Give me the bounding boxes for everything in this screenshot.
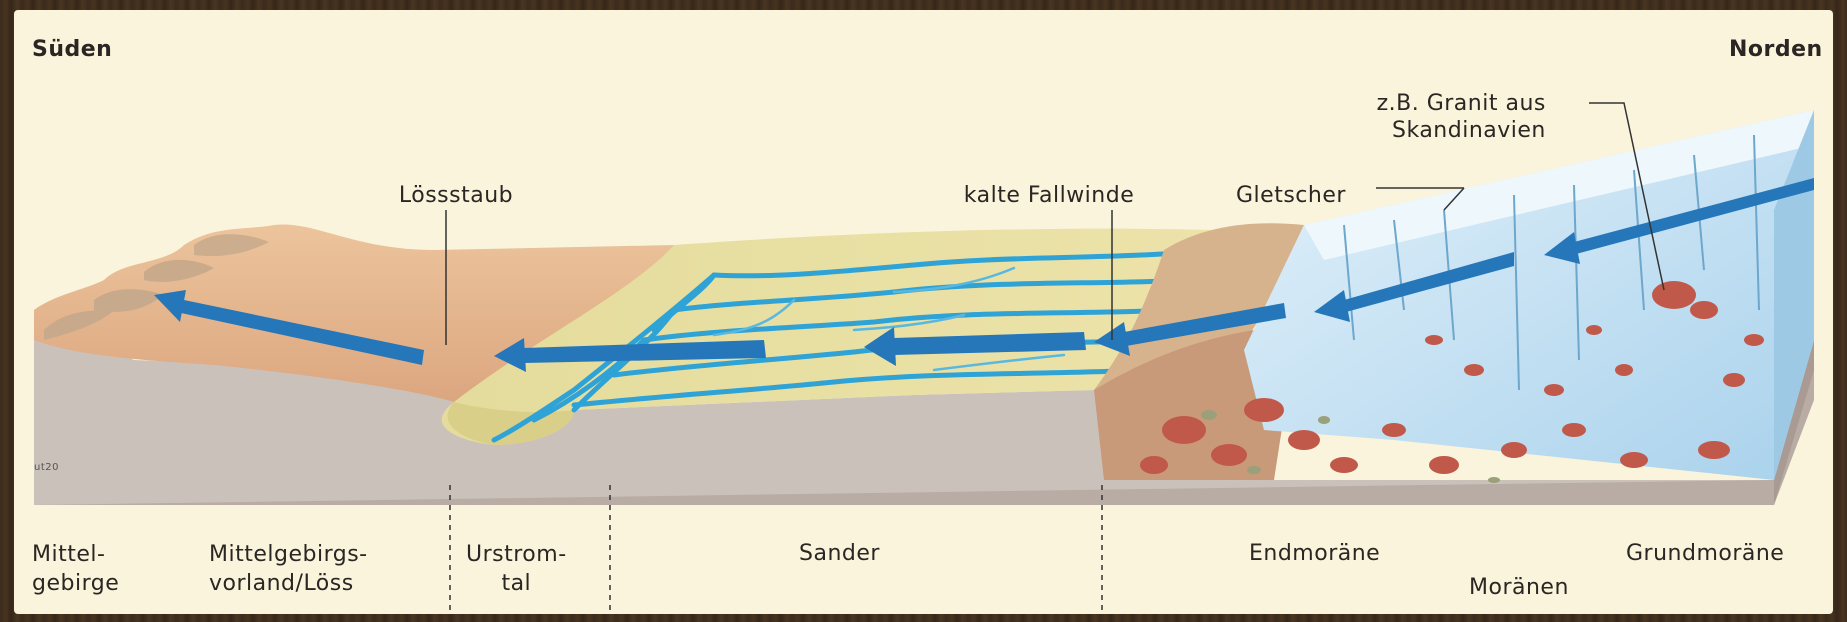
zone-grundmoraene: Grundmoräne: [1626, 540, 1784, 567]
diagram-panel: Süden Norden Lössstaub kalte Fallwinde G…: [14, 10, 1833, 614]
south-label: Süden: [32, 36, 112, 63]
zone-mittelgebirgsvorland: Mittelgebirgs- vorland/Löss: [209, 540, 368, 598]
credit-mark: ut20: [34, 454, 59, 481]
zone-sander: Sander: [799, 540, 880, 567]
zone-urstromtal: Urstrom- tal: [466, 540, 567, 598]
cold-winds-label: kalte Fallwinde: [964, 182, 1135, 209]
zone-endmoraene: Endmoräne: [1249, 540, 1380, 567]
loess-dust-label: Lössstaub: [399, 182, 513, 209]
north-label: Norden: [1729, 36, 1823, 63]
zone-moraenen: Moränen: [1469, 574, 1569, 601]
granite-label: z.B. Granit aus Skandinavien: [1372, 90, 1546, 144]
glacier: [1244, 110, 1814, 480]
landscape-block-diagram: [14, 10, 1833, 614]
zone-mittelgebirge: Mittel- gebirge: [32, 540, 119, 598]
glacier-label: Gletscher: [1236, 182, 1346, 209]
